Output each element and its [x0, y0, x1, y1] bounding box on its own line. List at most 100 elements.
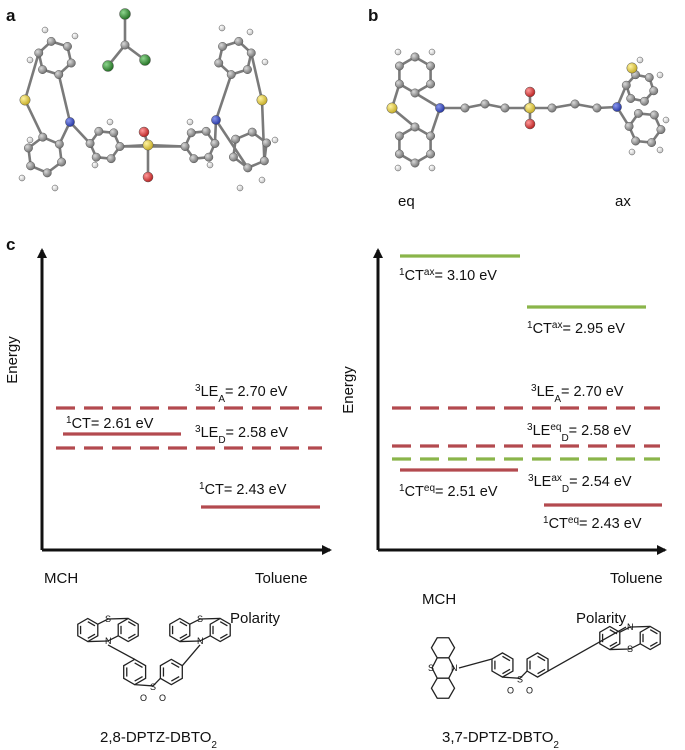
right-1ct-ax-mch-label: 1CTax= 3.10 eV	[399, 267, 497, 285]
atom-c	[54, 70, 64, 80]
atom-c	[57, 157, 67, 167]
atom-h	[261, 58, 269, 66]
atom-h	[218, 24, 226, 32]
bond	[429, 106, 442, 138]
atom-h	[18, 174, 26, 182]
benzene-ring	[117, 617, 139, 643]
bond	[97, 618, 109, 625]
atom-c	[247, 127, 257, 137]
sulfone-o-label: O	[159, 693, 166, 703]
bond	[199, 617, 221, 620]
atom-s	[19, 94, 31, 106]
atom-h	[271, 136, 279, 144]
sulfone-o-label: O	[526, 685, 533, 695]
atom-h	[258, 176, 266, 184]
bond	[179, 640, 201, 643]
bond	[134, 684, 154, 687]
atom-h	[662, 116, 670, 124]
atom-c	[547, 103, 557, 113]
n-aryl-bond	[458, 658, 493, 669]
atom-h	[628, 148, 636, 156]
double-bond	[87, 633, 96, 639]
atom-c	[91, 152, 101, 162]
atom-s	[256, 94, 268, 106]
atom-c	[231, 134, 241, 144]
atom-n	[65, 117, 75, 127]
atom-c	[621, 80, 631, 90]
atom-h	[26, 56, 34, 64]
benzene-ring	[526, 652, 549, 678]
bond	[260, 98, 266, 163]
atom-c	[94, 126, 104, 136]
atom-c	[410, 158, 420, 168]
atom-c	[63, 41, 72, 51]
bond	[87, 640, 109, 643]
left-energy-label: Energy	[4, 336, 21, 384]
n-aryl-bond	[181, 644, 201, 667]
n-aryl-bond	[107, 644, 135, 660]
atom-s	[386, 102, 398, 114]
bond	[189, 618, 201, 625]
right-3le-a-label: 3LEA= 2.70 eV	[531, 383, 624, 405]
atom-s	[626, 62, 638, 74]
double-bond	[87, 621, 96, 627]
atom-c	[480, 99, 490, 109]
bond	[448, 657, 455, 669]
bond	[107, 617, 129, 620]
sulfone-o-label: O	[507, 685, 514, 695]
sulfur-atom-label: S	[197, 614, 203, 624]
atom-c	[214, 58, 224, 68]
atom-c	[647, 138, 657, 148]
benzene-ring	[639, 625, 661, 651]
benzene-ring	[209, 617, 231, 643]
double-bond	[219, 621, 228, 627]
atom-c	[228, 152, 238, 162]
bond	[629, 625, 651, 628]
atom-h	[656, 71, 664, 79]
double-bond	[127, 633, 136, 639]
atom-c	[640, 96, 649, 106]
atom-c	[262, 138, 272, 148]
double-bond	[502, 655, 511, 662]
atom-s	[524, 102, 536, 114]
atom-c	[85, 139, 95, 148]
right-polarity-label: Polarity	[576, 610, 627, 627]
benzene-ring	[430, 637, 456, 659]
double-bond	[134, 662, 143, 669]
atom-c	[106, 154, 116, 164]
double-bond	[537, 668, 546, 675]
nitrogen-atom-label: N	[627, 622, 634, 632]
atom-h	[246, 28, 254, 36]
nitrogen-atom-label: N	[105, 636, 112, 646]
double-bond	[171, 675, 180, 682]
atom-cl	[139, 54, 151, 66]
atom-c	[426, 79, 436, 89]
atom-c	[500, 103, 510, 113]
bond	[431, 667, 438, 679]
atom-h	[206, 161, 214, 169]
left-1ct-toluene-label: 1CT= 2.43 eV	[199, 481, 287, 499]
atom-h	[394, 164, 402, 172]
atom-h	[106, 118, 114, 126]
left-x-end-label: Toluene	[255, 570, 308, 587]
atom-c	[410, 88, 420, 98]
atom-c	[243, 65, 252, 75]
right-x-end-label: Toluene	[610, 570, 663, 587]
right-1ct-eq-toluene-label: 1CTeq= 2.43 eV	[543, 515, 642, 533]
atom-c	[656, 125, 666, 135]
sulfur-atom-label: S	[627, 644, 633, 654]
atom-c	[201, 126, 211, 136]
left-x-start-label: MCH	[44, 570, 78, 587]
sulfone-o-label: O	[140, 693, 147, 703]
right-1ct-eq-mch-label: 1CTeq= 2.51 eV	[399, 483, 498, 501]
atom-c	[26, 161, 36, 171]
atom-c	[259, 156, 269, 166]
nitrogen-atom-label: N	[451, 663, 458, 673]
atom-o	[524, 118, 536, 130]
atom-h	[186, 118, 194, 126]
atom-o	[138, 126, 150, 138]
atom-c	[109, 128, 119, 138]
atom-cl	[102, 60, 114, 72]
